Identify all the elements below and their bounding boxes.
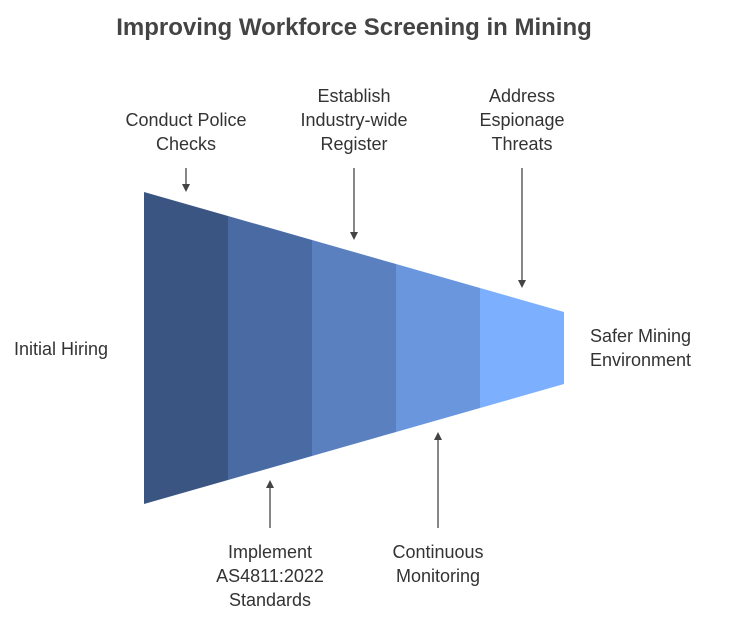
end-label: Safer Mining Environment xyxy=(590,326,692,370)
start-label: Initial Hiring xyxy=(14,339,109,359)
funnel-stage-5 xyxy=(480,288,564,408)
funnel-stage-4 xyxy=(396,264,480,432)
funnel-stage-3 xyxy=(312,240,396,456)
annotation-police-checks: Conduct Police Checks xyxy=(125,110,247,154)
annotation-continuous-monitoring: Continuous Monitoring xyxy=(392,542,484,586)
annotation-as4811-standards: Implement AS4811:2022 Standards xyxy=(216,542,324,610)
funnel-stage-1 xyxy=(144,192,228,504)
annotation-industry-register: Establish Industry-wide Register xyxy=(300,86,408,154)
diagram-title: Improving Workforce Screening in Mining xyxy=(116,14,592,41)
funnel-stage-2 xyxy=(228,216,312,480)
annotation-espionage-threats: Address Espionage Threats xyxy=(479,86,565,154)
